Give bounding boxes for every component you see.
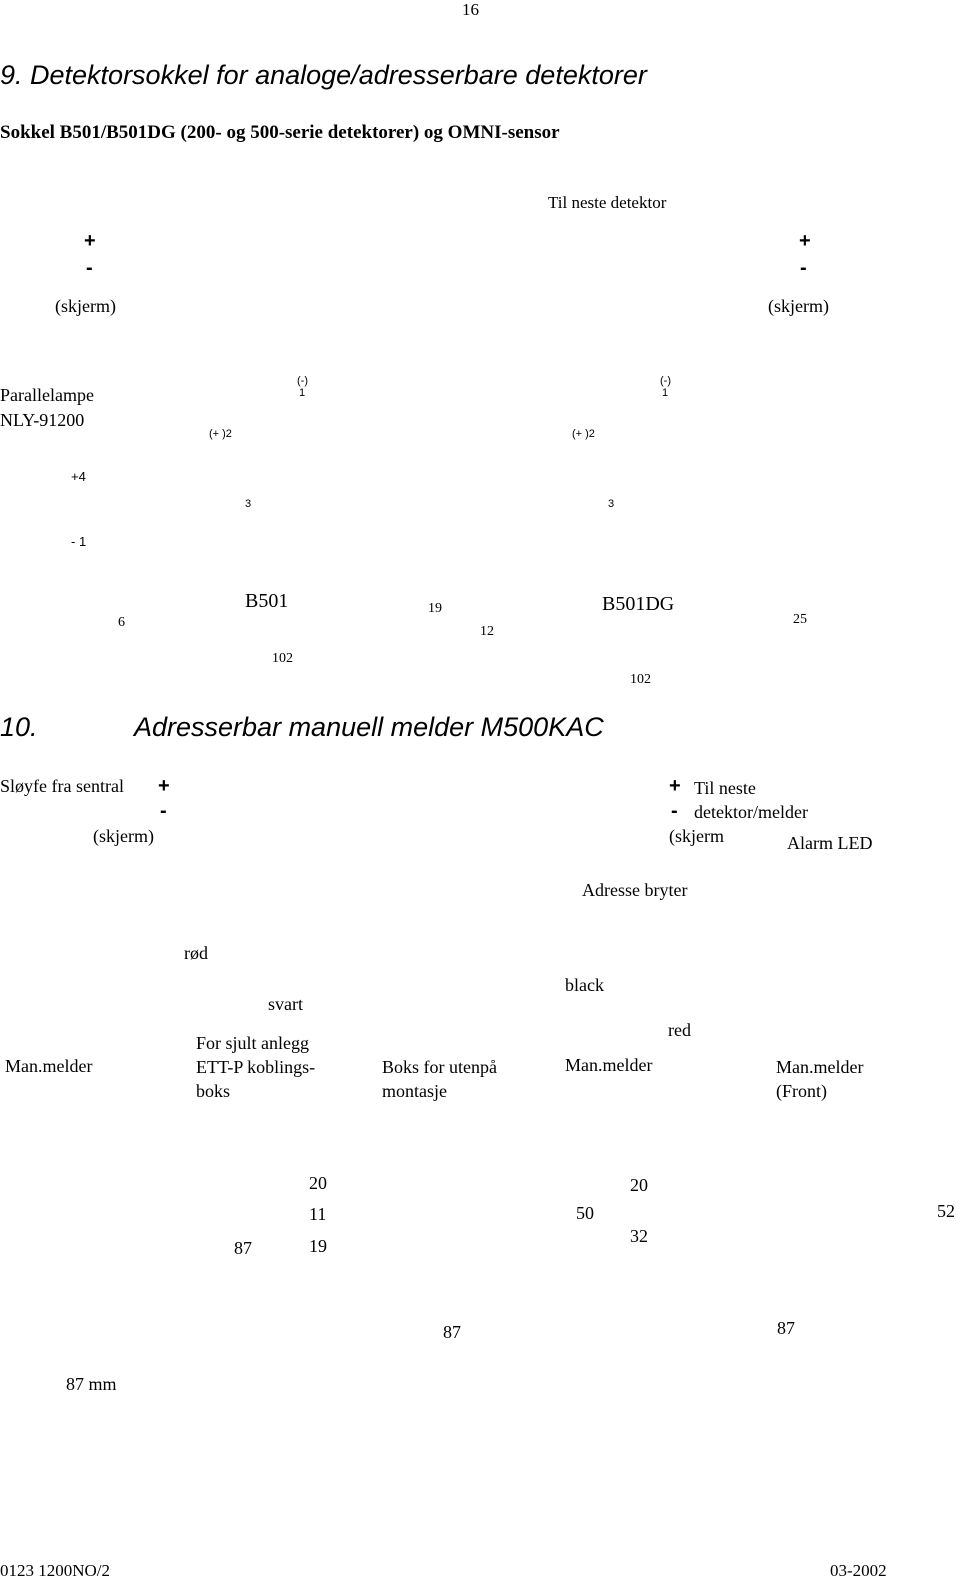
base1-dim-side: 19: [428, 601, 442, 616]
base1-dim-height: 6: [118, 615, 125, 630]
loop-from-central-label: Sløyfe fra sentral: [0, 776, 124, 796]
section-10-number: 10.: [0, 712, 38, 742]
next-detector-line1: Til neste: [694, 778, 756, 798]
box1-width-dim: 87: [443, 1322, 461, 1342]
loop-screen-right: (skjerm: [669, 826, 724, 846]
base1-dim-width: 102: [272, 651, 293, 666]
box2-mid-dim: 32: [630, 1226, 648, 1246]
surface-box: [375, 864, 548, 1051]
base-profiles: [131, 583, 776, 665]
base2-name: B501DG: [602, 593, 675, 615]
base1-term-1: 1: [299, 387, 306, 399]
parallel-lamp-model: NLY-91200: [0, 410, 85, 430]
screen-right-label: (skjerm): [768, 296, 829, 316]
section-9-subtitle: Sokkel B501/B501DG (200- og 500-serie de…: [0, 122, 560, 143]
man-melder-left-body: [0, 867, 252, 1051]
base2-term-minus: (-): [660, 375, 671, 387]
front-height-dim: 87: [234, 1238, 252, 1258]
lamp-terminal-minus1: - 1: [71, 534, 87, 549]
next-detector-line2: detektor/melder: [694, 802, 808, 822]
minus-right-label: -: [800, 257, 807, 279]
base1-term-plus2: (+ )2: [209, 428, 232, 440]
box1-top-dim: 20: [309, 1173, 327, 1193]
box1-side-dims: [347, 1160, 563, 1315]
section9-drop-wires: [85, 243, 684, 552]
wire-black-no-label: svart: [268, 994, 303, 1014]
lamp-terminal-plus4: +4: [71, 469, 86, 484]
box2-top-dim: 20: [630, 1175, 648, 1195]
alarm-led-label: Alarm LED: [787, 833, 873, 853]
surface-box-line2: montasje: [382, 1081, 447, 1101]
detector-base-2: [507, 324, 753, 576]
wire-red-en-label: red: [668, 1020, 691, 1040]
wire-red-no-label: rød: [184, 943, 208, 963]
terminal-block: [195, 917, 337, 1031]
box2-height-dim: 52: [937, 1201, 955, 1221]
box2-width-dim: 87: [777, 1318, 795, 1338]
section-10-title: Adresserbar manuell melder M500KAC: [134, 712, 604, 742]
address-switch-label: Adresse bryter: [582, 880, 688, 900]
man-melder-mid-label: Man.melder: [565, 1055, 653, 1075]
section9-bus-wires: [97, 213, 790, 293]
loop-plus-right: +: [669, 775, 681, 797]
screen-left-label: (skjerm): [55, 296, 116, 316]
box2-side-dims: [664, 1160, 927, 1311]
base2-dim-height: 12: [480, 624, 494, 639]
front-view-dims: [7, 1159, 227, 1365]
box1-low-dim: 19: [309, 1236, 327, 1256]
loop-plus-left: +: [158, 775, 170, 797]
page-number: 16: [462, 0, 479, 19]
loop-minus-left: -: [160, 800, 167, 822]
base2-term-1: 1: [662, 387, 669, 399]
base2-term-3: 3: [608, 498, 615, 510]
wire-black-en-label: black: [565, 975, 604, 995]
detector-base-1: [144, 324, 390, 576]
to-next-detector-label: Til neste detektor: [548, 193, 667, 212]
hidden-install-line3: boks: [196, 1081, 231, 1101]
base2-term-plus2: (+ )2: [572, 428, 595, 440]
section-9-title: 9. Detektorsokkel for analoge/adresserba…: [0, 60, 647, 90]
footer-date: 03-2002: [830, 1561, 887, 1580]
base2-dim-side: 25: [793, 612, 807, 627]
man-melder-front-line2: (Front): [776, 1081, 827, 1101]
parallel-lamp-box: [0, 462, 122, 576]
plus-left-label: +: [84, 230, 96, 252]
base2-dim-width: 102: [630, 672, 651, 687]
base1-term-3: 3: [245, 498, 252, 510]
man-melder-left-label: Man.melder: [5, 1056, 93, 1076]
box1-height-dim: 50: [576, 1203, 594, 1223]
loop-minus-right: -: [671, 800, 678, 822]
loop-screen-left: (skjerm): [93, 826, 154, 846]
box1-mid-dim: 11: [309, 1204, 327, 1224]
base1-name: B501: [245, 590, 289, 612]
surface-box-line1: Boks for utenpå: [382, 1057, 497, 1077]
plus-right-label: +: [799, 230, 811, 252]
man-melder-front-body: [771, 857, 959, 1051]
hidden-install-line1: For sjult anlegg: [196, 1033, 309, 1053]
footer-doc-code: 0123 1200NO/2: [0, 1561, 111, 1580]
parallel-lamp-label: Parallelampe: [0, 385, 94, 405]
minus-left-label: -: [86, 257, 93, 279]
base1-term-minus: (-): [297, 375, 308, 387]
man-melder-front-line1: Man.melder: [776, 1057, 864, 1077]
front-width-dim: 87 mm: [66, 1374, 117, 1394]
hidden-install-line2: ETT-P koblings-: [196, 1057, 316, 1077]
